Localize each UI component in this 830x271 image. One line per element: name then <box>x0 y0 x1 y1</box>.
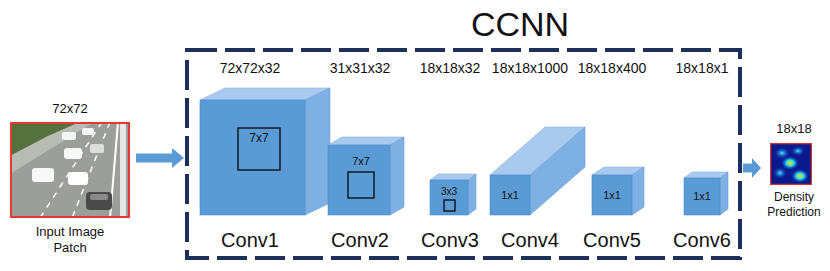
kernel-size: 1x1 <box>485 189 535 202</box>
kernel-square <box>444 200 455 211</box>
dashed-border <box>187 50 740 258</box>
conv-layer: 18x18x400 1x1Conv5 <box>562 58 662 253</box>
size-label: 72x72 <box>5 100 135 118</box>
density-blob <box>781 156 799 170</box>
image-border <box>771 144 812 185</box>
conv-layer: 18x18x1000 1x1Conv4 <box>480 58 580 253</box>
tensor-size: 18x18x1000 <box>480 58 580 78</box>
cube-side <box>305 88 330 215</box>
car <box>82 128 94 135</box>
car <box>32 168 54 182</box>
car <box>86 192 112 210</box>
traffic-image <box>10 122 130 218</box>
node-label: Input Image Patch <box>20 224 120 256</box>
road-shoulder <box>10 122 94 174</box>
kernel-size: 7x7 <box>336 155 386 168</box>
input-patch: 72x72Input Image Patch <box>5 100 135 260</box>
tensor-size: 31x31x32 <box>310 58 410 78</box>
network-title: CCNN <box>420 4 620 44</box>
density-blob <box>791 169 809 183</box>
guardrail <box>120 122 126 218</box>
conv-layer: 31x31x32 7x7Conv2 <box>310 58 410 253</box>
flow-arrow <box>136 148 184 168</box>
tensor-size: 18x18x32 <box>400 58 500 78</box>
image-border <box>11 123 129 217</box>
layer-name: Conv1 <box>200 228 300 252</box>
road-surface <box>10 122 130 218</box>
conv-layer: 72x72x32 7x7Conv1 <box>200 58 300 253</box>
cube-side <box>632 167 644 215</box>
kernel-size: 1x1 <box>587 189 637 202</box>
car-window <box>90 194 108 200</box>
cube-side <box>468 174 476 215</box>
flow-arrow <box>743 158 761 178</box>
cube-front <box>200 100 305 215</box>
arrow-head <box>172 148 184 168</box>
cube-side <box>530 127 585 215</box>
car <box>62 132 76 140</box>
layer-cube <box>652 58 752 253</box>
layer-cube <box>562 58 662 253</box>
cube-front <box>430 180 468 215</box>
cube-side <box>390 137 404 215</box>
layer-name: Conv5 <box>562 228 662 252</box>
layer-name: Conv6 <box>652 228 752 252</box>
cube-front <box>328 145 390 215</box>
kernel-size: 3x3 <box>424 186 474 198</box>
output-map: 18x18Density Prediction <box>762 120 826 260</box>
layer-cube <box>200 58 300 253</box>
car <box>68 172 88 185</box>
density-blob <box>791 146 805 156</box>
kernel-square <box>348 172 374 198</box>
car <box>90 144 104 153</box>
density-blob <box>773 167 787 179</box>
conv-layer: 18x18x32 3x3Conv3 <box>400 58 500 253</box>
layer-name: Conv2 <box>310 228 410 252</box>
car <box>64 148 82 159</box>
kernel-size: 1x1 <box>677 190 727 203</box>
network-frame: CCNN72x72x327x7Conv131x31x327x7Conv218x1… <box>185 4 742 260</box>
arrow-shaft <box>136 154 172 163</box>
density-ground <box>770 143 812 185</box>
layer-cube <box>480 58 580 253</box>
layer-name: Conv4 <box>480 228 580 252</box>
kernel-size: 7x7 <box>234 131 284 145</box>
layer-cube <box>400 58 500 253</box>
tensor-size: 72x72x32 <box>200 58 300 78</box>
size-label: 18x18 <box>762 120 826 138</box>
tensor-size: 18x18x1 <box>652 58 752 78</box>
density-map <box>770 143 812 185</box>
arrow-head <box>752 158 761 178</box>
conv-layer: 18x18x1 1x1Conv6 <box>652 58 752 253</box>
node-label: Density Prediction <box>762 190 826 220</box>
arrow-shaft <box>743 164 752 173</box>
tensor-size: 18x18x400 <box>562 58 662 78</box>
cube-side <box>720 172 728 215</box>
layer-name: Conv3 <box>400 228 500 252</box>
